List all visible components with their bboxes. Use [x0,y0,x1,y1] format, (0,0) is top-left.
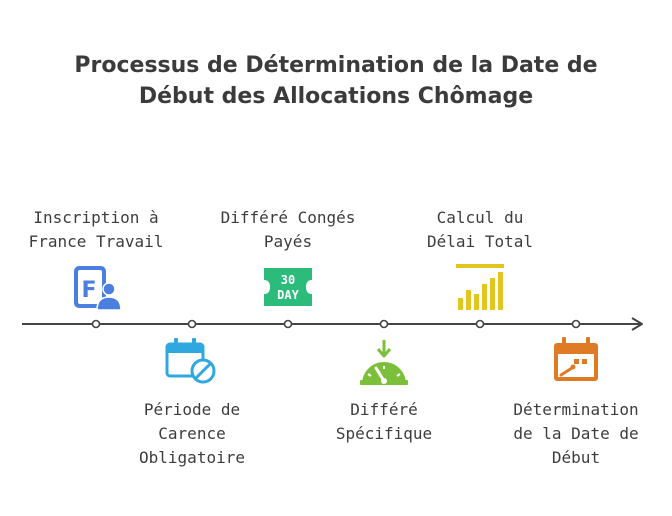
title-line-1: Processus de Détermination de la Date de [74,53,598,78]
calendar-date-icon [554,337,598,381]
ticket-text-bottom: DAY [277,288,299,302]
title-line-2: Début des Allocations Chômage [138,84,534,109]
step-label-differe-specifique: Différé Spécifique [335,400,433,443]
timeline-node-4 [379,319,389,329]
timeline-node-2 [187,319,197,329]
calendar-blocked-icon [165,338,216,384]
gauge-icon [360,340,408,385]
step-label-carence: Période de Carence Obligatoire [139,400,245,467]
timeline-node-3 [283,319,293,329]
timeline-arrowhead [631,317,643,331]
step-label-date-debut: Détermination de la Date de Début [513,400,639,467]
profile-document-icon: F [74,266,122,311]
step-label-delai-total: Calcul du Délai Total [427,208,533,251]
diagram-title: Processus de Détermination de la Date de… [0,50,672,112]
timeline-node-6 [571,319,581,329]
30-day-ticket-icon: 30 DAY [264,268,312,306]
timeline-node-1 [91,319,101,329]
svg-text:F: F [81,278,96,303]
bar-chart-icon [456,264,504,310]
step-label-conges-payes: Différé Congés Payés [220,208,356,251]
timeline-node-5 [475,319,485,329]
step-label-inscription: Inscription à France Travail [28,208,164,251]
ticket-text-top: 30 [281,273,295,287]
